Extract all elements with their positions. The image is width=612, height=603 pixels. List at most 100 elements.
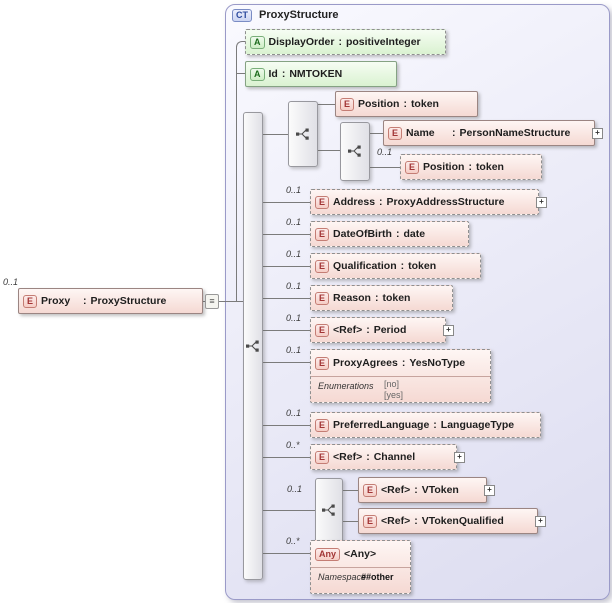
colon: : (395, 228, 400, 240)
element-row: Any <Any> (311, 541, 410, 567)
connector-line (263, 298, 310, 299)
element-name: <Any> (344, 548, 377, 560)
sequence-bar-main[interactable] (243, 112, 263, 580)
element-badge: E (315, 195, 330, 209)
sequence-bar-vtoken-group[interactable] (315, 478, 343, 544)
sequence-icon (295, 126, 311, 142)
element-box-ref-vtoken[interactable]: E <Ref> : VToken (358, 477, 487, 503)
connector-line (318, 150, 340, 151)
element-box-dateofbirth[interactable]: E DateOfBirth : date (310, 221, 469, 247)
element-box-position-inner[interactable]: E Position : token (400, 154, 542, 180)
collapse-toggle-icon[interactable]: ≡ (205, 294, 219, 309)
element-badge: E (363, 514, 378, 528)
element-badge: E (363, 483, 378, 497)
element-type: token (410, 98, 439, 110)
element-box-address[interactable]: E Address : ProxyAddressStructure (310, 189, 539, 215)
element-type: token (408, 260, 437, 272)
colon: : (338, 36, 342, 48)
colon: : (83, 295, 87, 307)
element-box-ref-period[interactable]: E <Ref> : Period (310, 317, 446, 343)
sequence-icon (347, 143, 363, 159)
sequence-bar-inner-group[interactable] (340, 122, 370, 181)
expand-icon[interactable]: + (592, 128, 603, 139)
element-box-name[interactable]: E Name : PersonNameStructure (383, 120, 595, 146)
expand-icon[interactable]: + (535, 516, 546, 527)
element-box-qualification[interactable]: E Qualification : token (310, 253, 481, 279)
connector-line (343, 521, 358, 522)
colon: : (366, 324, 370, 336)
complex-type-title: ProxyStructure (259, 9, 339, 21)
colon: : (379, 196, 383, 208)
attribute-type: NMTOKEN (289, 68, 343, 80)
connector-line (263, 425, 310, 426)
occurrence-label: 0..1 (286, 185, 302, 195)
namespace-label: Namespace (318, 572, 367, 582)
element-name: Proxy (41, 295, 71, 307)
colon: : (374, 292, 379, 304)
element-name: Position (358, 98, 400, 110)
occurrence-label: 0..1 (286, 249, 302, 259)
occurrence-label: 0..1 (377, 147, 393, 157)
element-badge: E (315, 291, 330, 305)
element-badge: E (23, 294, 38, 308)
colon: : (414, 515, 418, 527)
expand-icon[interactable]: + (454, 452, 465, 463)
element-type: PersonNameStructure (459, 127, 571, 139)
element-badge: E (405, 160, 420, 174)
element-name: Name (406, 127, 435, 139)
element-badge: E (315, 450, 330, 464)
expand-icon[interactable]: + (443, 325, 454, 336)
attribute-name: Id (268, 68, 278, 80)
element-type: VToken (421, 484, 459, 496)
element-type: ProxyStructure (90, 295, 167, 307)
element-name: <Ref> (333, 324, 363, 336)
namespace-value: ##other (361, 572, 394, 582)
connector-line (263, 457, 310, 458)
element-name: Qualification (333, 260, 397, 272)
element-name: <Ref> (381, 515, 411, 527)
element-box-proxyagrees[interactable]: E ProxyAgrees : YesNoType Enumerations [… (310, 349, 491, 403)
attribute-box-id[interactable]: A Id : NMTOKEN (245, 61, 397, 87)
element-name: Address (333, 196, 376, 208)
colon: : (468, 161, 472, 173)
element-box-any[interactable]: Any <Any> Namespace ##other (310, 540, 411, 594)
element-box-preferredlanguage[interactable]: E PreferredLanguage : LanguageType (310, 412, 541, 438)
element-type: date (403, 228, 426, 240)
element-box-position[interactable]: E Position : token (335, 91, 478, 117)
occurrence-label: 0..* (286, 440, 300, 450)
connector-line (237, 73, 245, 74)
sequence-bar-name-group[interactable] (288, 101, 318, 167)
expand-icon[interactable]: + (536, 197, 547, 208)
sequence-icon (321, 502, 337, 518)
colon: : (281, 68, 286, 80)
element-type: token (475, 161, 504, 173)
element-type: ProxyAddressStructure (386, 196, 505, 208)
attribute-name: DisplayOrder (268, 36, 335, 48)
connector-line (203, 301, 243, 302)
element-row: E ProxyAgrees : YesNoType (311, 350, 490, 376)
connector-line (263, 202, 310, 203)
colon: : (366, 451, 370, 463)
occurrence-label: 0..1 (3, 277, 19, 287)
expand-icon[interactable]: + (484, 485, 495, 496)
element-box-proxy[interactable]: E Proxy : ProxyStructure (18, 288, 203, 314)
element-box-reason[interactable]: E Reason : token (310, 285, 453, 311)
attribute-badge: A (250, 35, 265, 49)
connector-line (263, 234, 310, 235)
attribute-box-displayorder[interactable]: A DisplayOrder : positiveInteger (245, 29, 446, 55)
any-badge: Any (315, 547, 341, 561)
element-type: token (382, 292, 411, 304)
colon: : (414, 484, 418, 496)
connector-line (263, 362, 310, 363)
element-name: ProxyAgrees (333, 357, 398, 369)
enumeration-value: [yes] (384, 390, 404, 400)
connector-line (263, 330, 310, 331)
element-box-ref-channel[interactable]: E <Ref> : Channel (310, 444, 457, 470)
element-box-ref-vtokenqualified[interactable]: E <Ref> : VTokenQualified (358, 508, 538, 534)
element-badge: E (388, 126, 403, 140)
colon: : (403, 98, 407, 110)
element-name: Reason (333, 292, 371, 304)
connector-line (263, 510, 315, 511)
occurrence-label: 0..1 (286, 408, 302, 418)
